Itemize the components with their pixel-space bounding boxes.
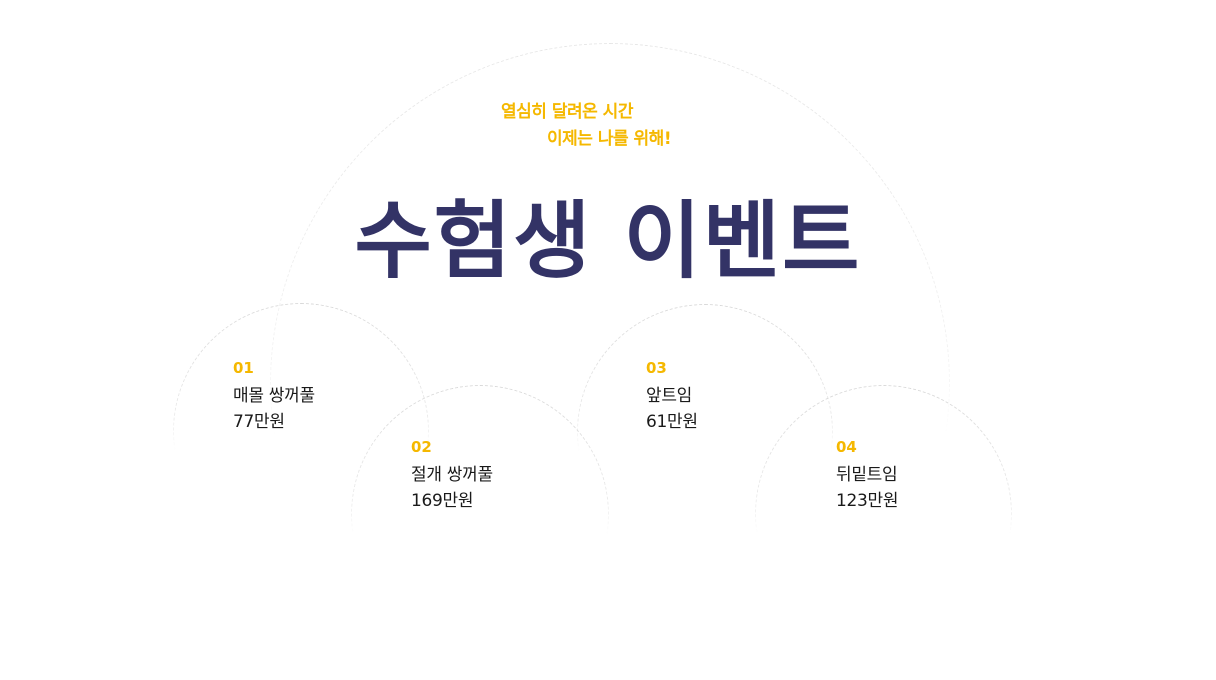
item-price: 77만원 xyxy=(233,412,285,432)
event-item-1: 01 매몰 쌍꺼풀 77만원 xyxy=(233,358,315,435)
item-price: 169만원 xyxy=(411,491,474,511)
item-number: 03 xyxy=(646,359,667,377)
item-number: 04 xyxy=(836,438,857,456)
event-item-3: 03 앞트임 61만원 xyxy=(646,358,698,435)
item-name: 뒤밑트임 xyxy=(836,465,898,485)
decorative-circle-4 xyxy=(755,385,1012,642)
item-price: 61만원 xyxy=(646,412,698,432)
item-price: 123만원 xyxy=(836,491,899,511)
item-name: 절개 쌍꺼풀 xyxy=(411,465,493,485)
item-number: 01 xyxy=(233,359,254,377)
decorative-circle-2 xyxy=(351,385,609,643)
tagline-line-2: 이제는 나를 위해! xyxy=(547,129,672,149)
item-name: 매몰 쌍꺼풀 xyxy=(233,386,315,406)
tagline-line-1: 열심히 달려온 시간 xyxy=(501,102,633,122)
item-number: 02 xyxy=(411,438,432,456)
item-name: 앞트임 xyxy=(646,386,693,406)
event-item-4: 04 뒤밑트임 123만원 xyxy=(836,437,899,514)
event-item-2: 02 절개 쌍꺼풀 169만원 xyxy=(411,437,493,514)
page-title: 수험생 이벤트 xyxy=(354,192,862,290)
